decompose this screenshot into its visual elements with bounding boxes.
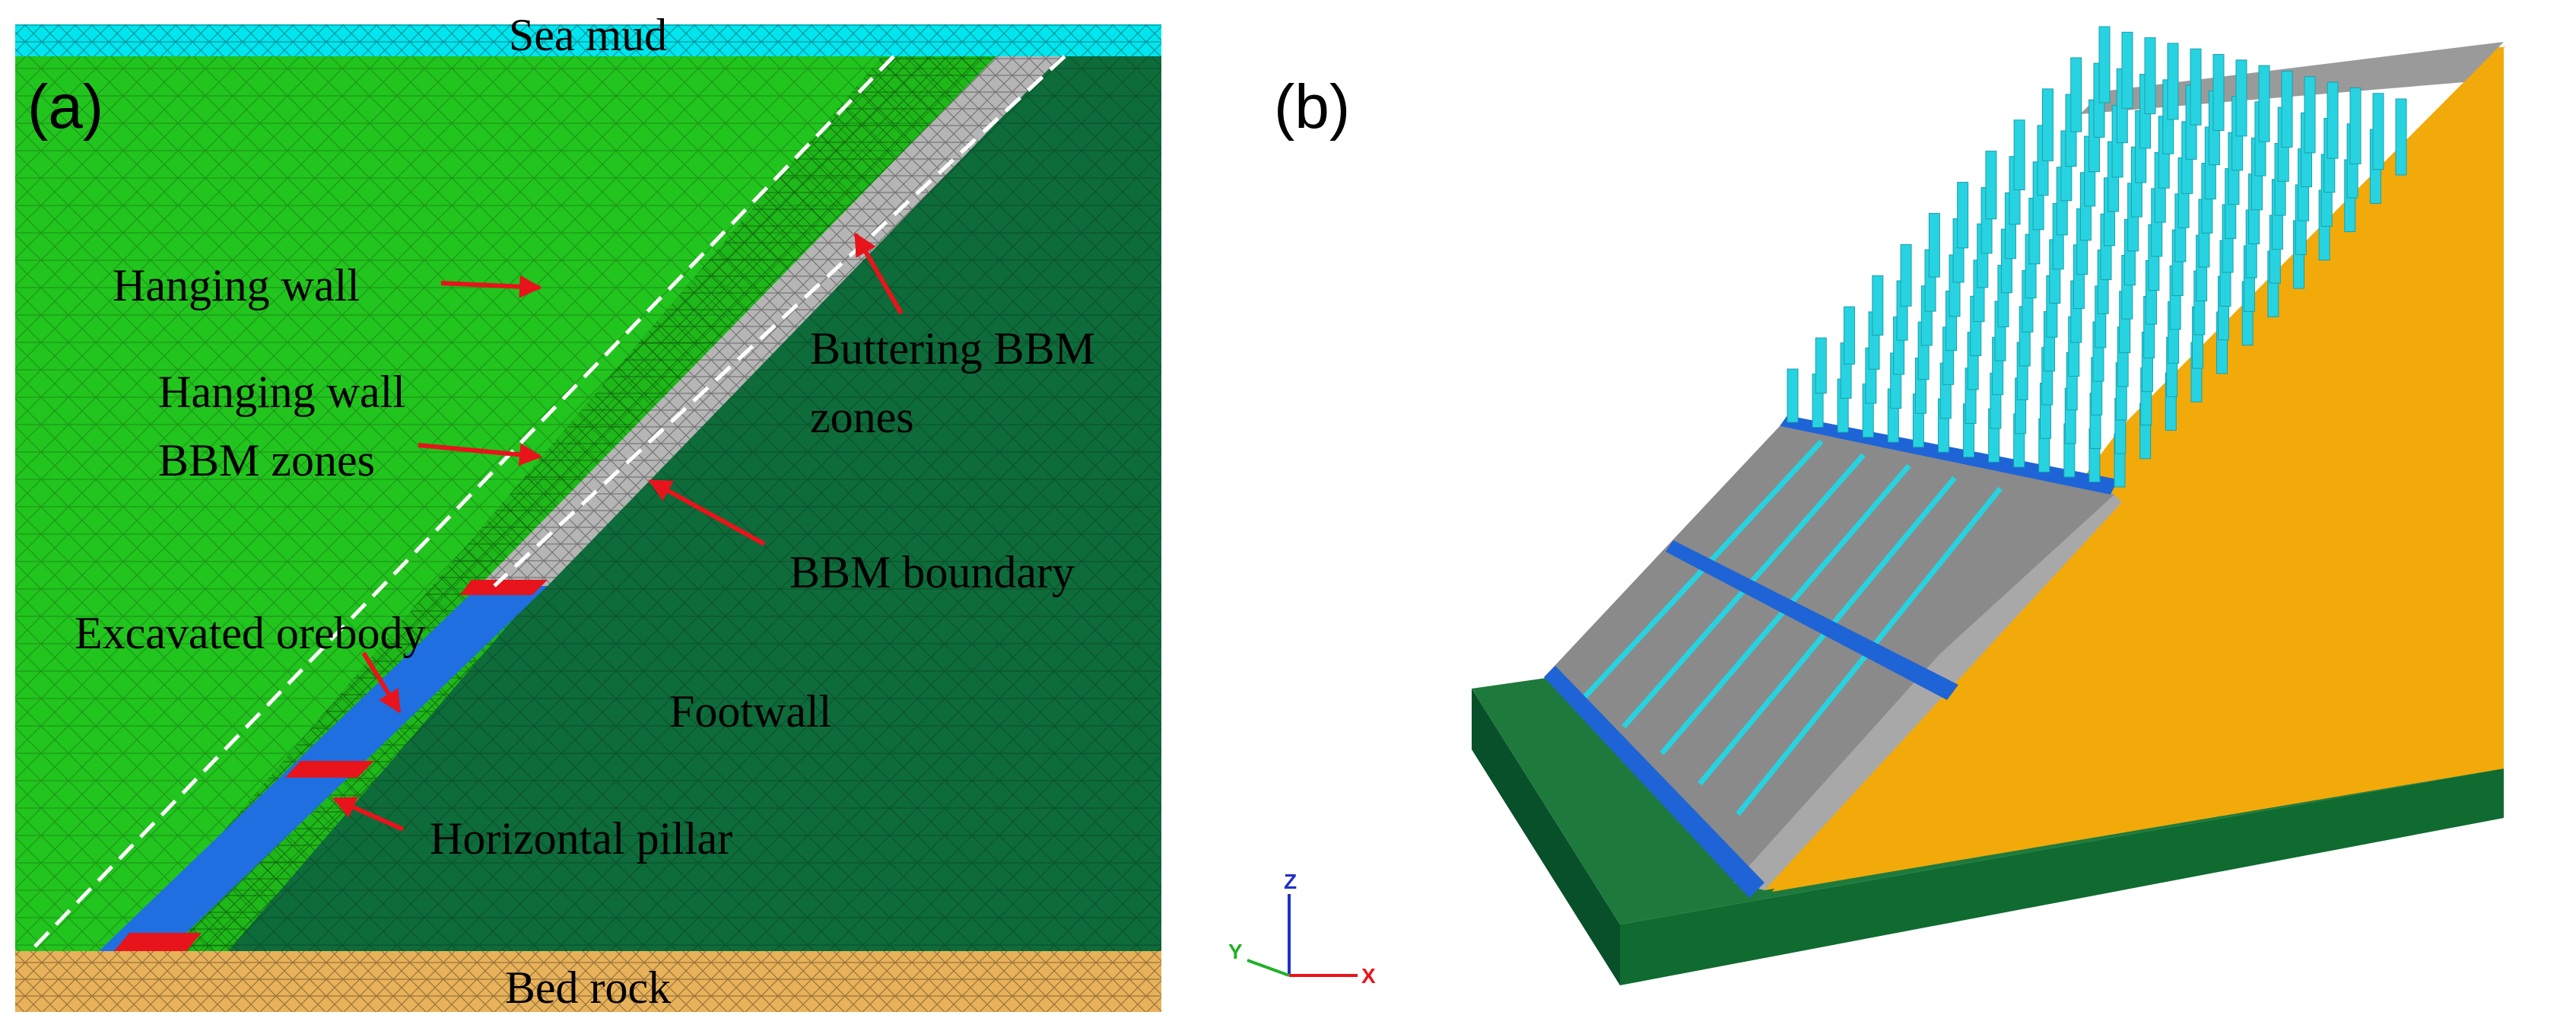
blue-strip-bottom	[1544, 666, 1764, 898]
panel-a-tag: (a)	[27, 72, 103, 142]
cyan-bar	[2098, 26, 2111, 103]
cyan-bar	[1985, 151, 1997, 220]
cyan-bar	[2013, 119, 2025, 191]
z-axis-label: Z	[1284, 870, 1297, 893]
horizontal-pillar-label: Horizontal pillar	[430, 813, 732, 864]
buttering-bbm-label-line1: Buttering BBM	[810, 323, 1095, 374]
hanging-wall-bbm-label-line1: Hanging wall	[158, 367, 405, 417]
cyan-bar	[2304, 76, 2316, 154]
cyan-bar	[2190, 48, 2202, 126]
excavated-orebody-label: Excavated orebody	[75, 608, 425, 658]
bed-rock-label: Bed rock	[505, 963, 671, 1013]
bbm-boundary-arrow	[648, 479, 766, 546]
cyan-bars	[1787, 26, 2407, 488]
cyan-bar	[2281, 70, 2293, 148]
bbm-boundary-line-upper	[29, 55, 895, 953]
cyan-bar	[2372, 93, 2384, 170]
cyan-bar	[1787, 368, 1799, 423]
slab-lighter-edge	[1734, 495, 2122, 890]
bbm-boundary-line-lower	[493, 55, 1066, 587]
horizontal-pillar-lower	[114, 933, 202, 951]
horizontal-pillar-arrow	[332, 797, 405, 832]
buttering-bbm-label-line2: zones	[810, 392, 914, 442]
cyan-bar	[2212, 54, 2225, 132]
cyan-bar	[2144, 37, 2156, 115]
sea-mud-label: Sea mud	[509, 10, 667, 60]
cyan-bar	[2167, 43, 2179, 120]
cyan-bar	[1815, 337, 1827, 394]
cyan-bar	[1900, 243, 1912, 307]
hanging-wall-label: Hanging wall	[113, 260, 360, 310]
hanging-wall-arrow	[440, 275, 542, 298]
y-axis-line	[1247, 959, 1290, 977]
base-front-face	[1620, 768, 2504, 985]
cyan-bar	[1872, 275, 1884, 336]
cyan-bar	[2258, 65, 2270, 142]
inclined-slab	[1544, 426, 2114, 890]
y-axis-label: Y	[1228, 940, 1243, 963]
blue-strip-middle	[1666, 540, 1958, 700]
cyan-bar	[2121, 31, 2133, 109]
panel-a: (a) Sea mud Hanging wall Hanging wall BB…	[15, 10, 1161, 1013]
cyan-bar	[1844, 306, 1856, 365]
panel-b-tag: (b)	[1274, 72, 1350, 142]
hanging-wall-bbm-arrow	[418, 443, 542, 466]
horizontal-pillar-upper	[460, 580, 548, 595]
cyan-bar	[1928, 212, 1940, 278]
cyan-bar	[2327, 81, 2339, 159]
footwall-label: Footwall	[669, 686, 831, 737]
x-axis-label: X	[1361, 964, 1376, 988]
bbm-boundary-label: BBM boundary	[789, 547, 1075, 597]
panel-b: (b)	[1274, 26, 2506, 985]
cyan-bar	[2395, 98, 2407, 176]
excavated-orebody-arrow	[361, 651, 402, 714]
cyan-bar	[2070, 57, 2082, 132]
cyan-bar	[1957, 182, 1969, 249]
cyan-bar	[2235, 59, 2247, 137]
cyan-bar	[2349, 87, 2362, 164]
cyan-bar	[2041, 88, 2053, 161]
axis-triad: Z X Y	[1228, 870, 1376, 988]
horizontal-pillar-middle	[285, 761, 374, 778]
hanging-wall-bbm-label-line2: BBM zones	[158, 435, 375, 485]
buttering-bbm-arrow	[853, 232, 904, 315]
base-side-face	[1472, 689, 1620, 985]
